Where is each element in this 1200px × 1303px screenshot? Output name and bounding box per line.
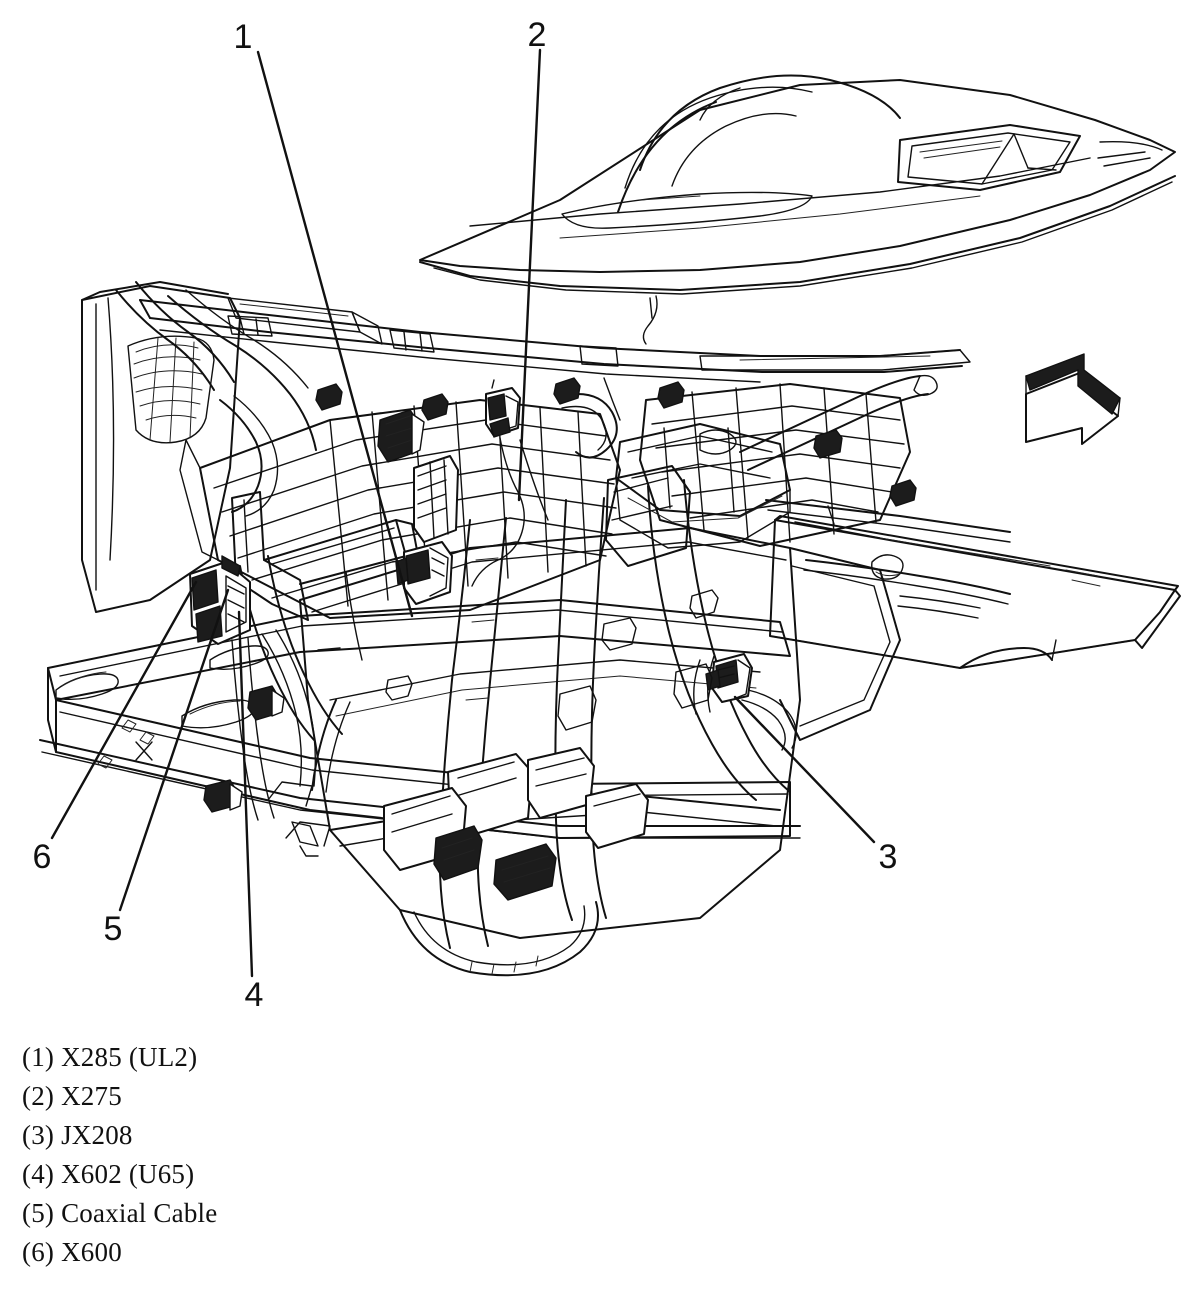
legend-label: X602 (U65) — [61, 1159, 195, 1189]
callout-2: 2 — [528, 16, 547, 54]
connector-upper-dark — [377, 409, 425, 463]
connector-sill-small — [203, 685, 285, 813]
leader-line-5 — [118, 588, 230, 912]
leader-line-4 — [237, 610, 254, 978]
floor-panel — [765, 499, 1181, 669]
legend-item: (2)X275 — [0, 1077, 1200, 1116]
legend-number: (5) — [22, 1198, 55, 1228]
legend-list: (1)X285 (UL2) (2)X275 (3)JX208 (4)X602 (… — [0, 1038, 1200, 1272]
callout-6: 6 — [33, 838, 52, 876]
connector-ladder — [413, 455, 459, 543]
center-bracket — [615, 423, 791, 549]
console-body — [299, 527, 901, 977]
hvac-duct-lattice — [179, 383, 911, 621]
leader-line-1 — [256, 50, 414, 618]
legend-item: (6)X600 — [0, 1233, 1200, 1272]
legend-label: Coaxial Cable — [61, 1198, 218, 1228]
connector-jx208 — [705, 653, 753, 703]
legend-label: JX208 — [61, 1120, 133, 1150]
connector-rail-clips — [315, 377, 917, 507]
callout-4: 4 — [245, 976, 264, 1014]
leader-line-6 — [50, 580, 198, 840]
console-brackets — [385, 589, 719, 731]
technical-drawing: 1 2 3 4 5 6 — [33, 16, 1181, 1014]
callout-1: 1 — [234, 18, 253, 56]
legend-label: X285 (UL2) — [61, 1042, 198, 1072]
legend-number: (1) — [22, 1042, 55, 1072]
leader-line-3 — [733, 695, 876, 844]
leader-lines — [50, 48, 876, 978]
callout-5: 5 — [104, 910, 123, 948]
legend-item: (3)JX208 — [0, 1116, 1200, 1155]
legend-number: (2) — [22, 1081, 55, 1111]
connector-x275 — [485, 379, 521, 438]
legend-item: (5)Coaxial Cable — [0, 1194, 1200, 1233]
connector-x600 — [189, 555, 251, 645]
connector-x285 — [395, 541, 453, 605]
ip-carrier-rail — [139, 297, 971, 383]
leader-line-2 — [517, 48, 542, 502]
direction-arrow — [1025, 353, 1121, 445]
legend-label: X600 — [61, 1237, 122, 1267]
legend-item: (1)X285 (UL2) — [0, 1038, 1200, 1077]
module-box-left — [605, 465, 691, 567]
legend-item: (4)X602 (U65) — [0, 1155, 1200, 1194]
left-end-panel — [81, 281, 241, 613]
callout-numbers: 1 2 3 4 5 6 — [33, 16, 898, 1014]
legend-label: X275 — [61, 1081, 122, 1111]
hvac-hoses — [115, 281, 1011, 949]
legend-number: (3) — [22, 1120, 55, 1150]
legend-number: (4) — [22, 1159, 55, 1189]
callout-3: 3 — [879, 838, 898, 876]
legend-number: (6) — [22, 1237, 55, 1267]
connector-cluster-lower — [383, 747, 649, 901]
instrument-panel-pad — [419, 74, 1176, 345]
ribbed-duct — [127, 335, 215, 444]
